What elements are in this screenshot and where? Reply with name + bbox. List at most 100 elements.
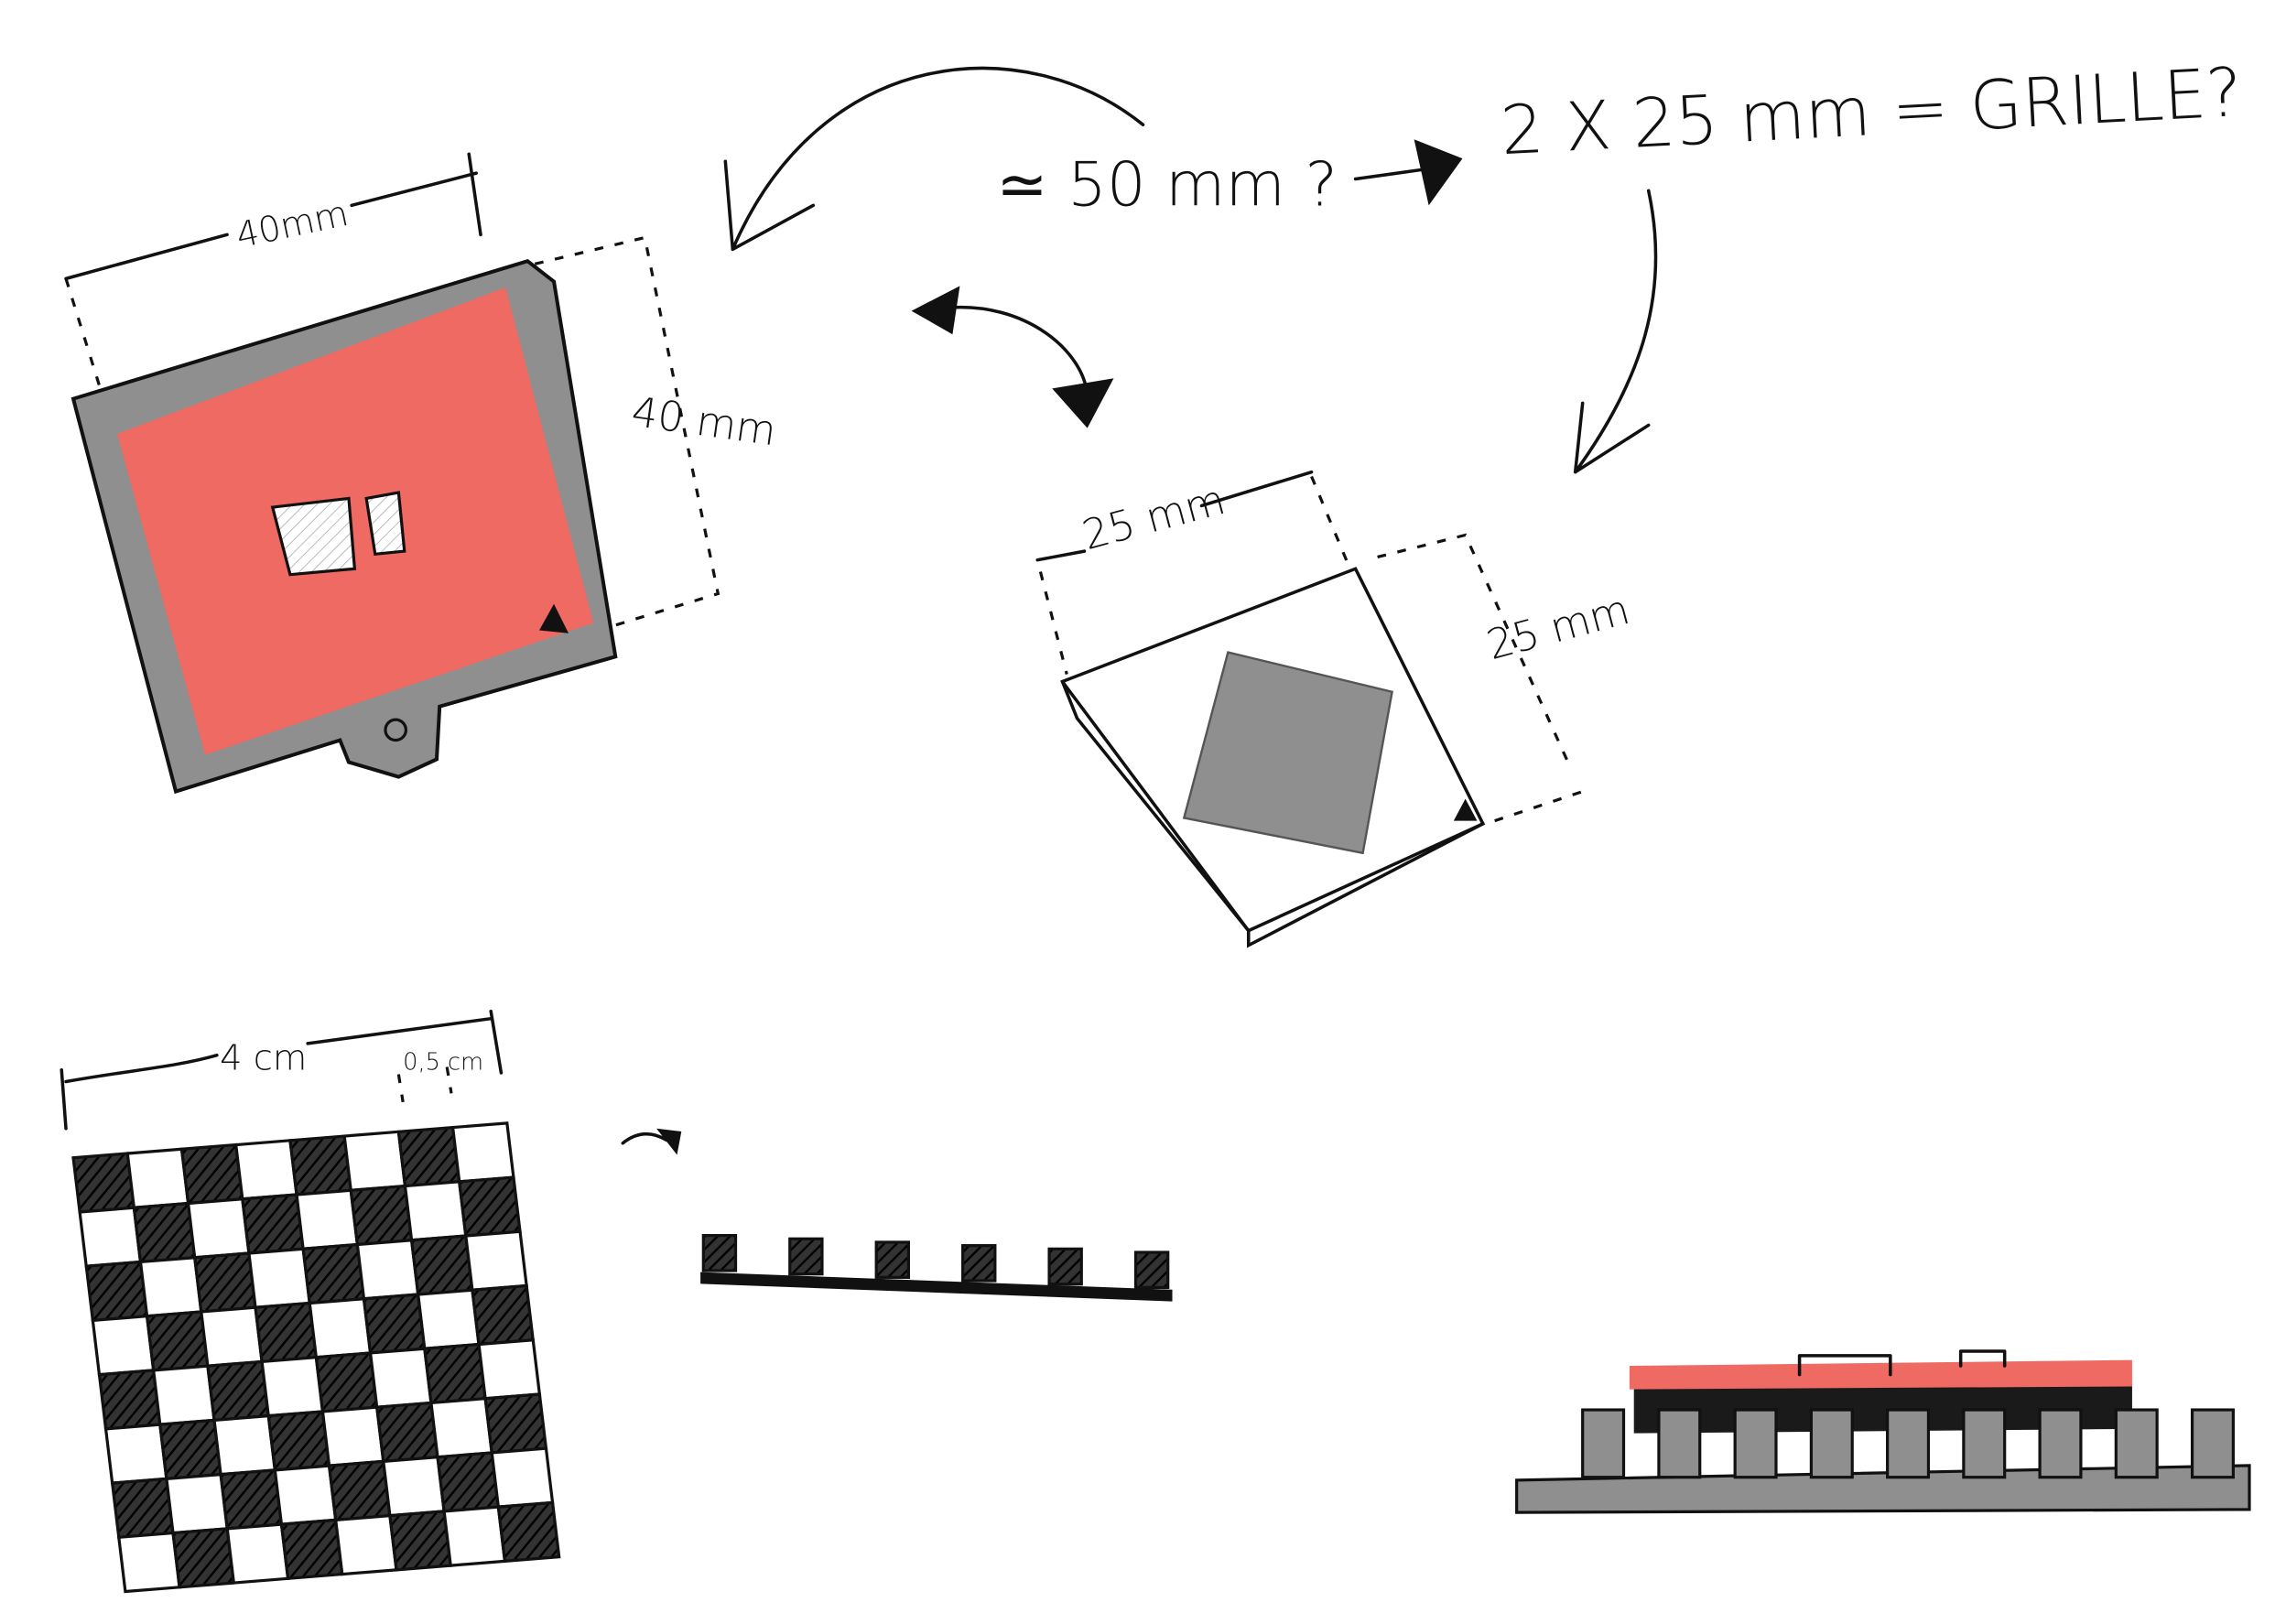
grid-cell-empty	[225, 1522, 290, 1585]
label-big-tile-width: 40mm	[233, 193, 352, 257]
profile-square	[1133, 1250, 1170, 1290]
grid-cell-empty	[103, 1423, 168, 1485]
corner-triangle-marker	[539, 603, 569, 633]
curved-arrow-to-small-tile	[1573, 189, 1658, 474]
grid-cell-empty	[295, 1188, 360, 1250]
grid-cell-empty	[212, 1413, 277, 1477]
section-tooth	[2190, 1408, 2235, 1479]
grid-cell-empty	[368, 1347, 433, 1409]
dimension-line-right	[534, 235, 720, 629]
small-arrow-head	[656, 1128, 682, 1155]
large-red-tile: 40mm 40 mm	[64, 152, 779, 795]
section-tooth	[1962, 1408, 2007, 1479]
grid-cell-filled	[483, 1392, 548, 1455]
section-tooth	[1657, 1408, 1702, 1479]
grid-cell-filled	[145, 1310, 210, 1372]
section-tooth	[2114, 1408, 2159, 1479]
grid-cell-filled	[327, 1459, 392, 1522]
curved-arrow-to-big-tile	[723, 66, 1145, 252]
grid-cell-empty	[416, 1288, 481, 1350]
grid-cell-filled	[496, 1500, 561, 1564]
mounting-hole	[384, 718, 407, 742]
profile-baseline	[700, 1272, 1173, 1302]
grid-cell-filled	[132, 1201, 197, 1264]
tile-red-face	[117, 287, 594, 755]
profile-square	[961, 1244, 997, 1283]
section-tooth	[2038, 1408, 2083, 1479]
grid-cell-filled	[279, 1518, 344, 1581]
arrow-to-grid-question	[1353, 167, 1431, 181]
grid-cell-empty	[260, 1355, 325, 1418]
grid-cell-filled	[192, 1251, 257, 1314]
cell-size-marks	[396, 1066, 453, 1103]
opening-square-small	[364, 491, 406, 557]
label-big-tile-height: 40 mm	[629, 387, 779, 456]
grid-cell-empty	[233, 1139, 298, 1201]
profile-square	[874, 1240, 910, 1279]
grid-cell-empty	[464, 1229, 528, 1292]
grid-cell-empty	[308, 1297, 373, 1359]
grid-cell-filled	[241, 1193, 305, 1255]
grid-cell-empty	[200, 1305, 264, 1368]
grid-cell-filled	[471, 1283, 536, 1347]
grid-cell-empty	[125, 1147, 190, 1209]
grid-cell-empty	[151, 1364, 216, 1426]
section-tooth	[1581, 1408, 1626, 1479]
dimension-line-top	[1035, 470, 1314, 562]
small-arrow	[621, 1131, 669, 1145]
grid-cell-empty	[333, 1513, 398, 1576]
grid-cell-filled	[171, 1527, 236, 1589]
cross-section	[1515, 1349, 2251, 1514]
grid-cell-filled	[457, 1175, 522, 1238]
opening-square-large	[270, 496, 357, 577]
grid-cell-filled	[157, 1418, 222, 1481]
grid-cell-filled	[374, 1401, 439, 1464]
dimension-line-top	[64, 152, 482, 281]
double-arrow	[943, 305, 1089, 398]
grid-cell-filled	[179, 1142, 244, 1206]
grid-cell-empty	[442, 1505, 507, 1567]
double-arrow-head-left	[911, 286, 960, 335]
grid-cell-filled	[288, 1134, 353, 1196]
section-tooth	[1733, 1408, 1778, 1479]
grid-cell-empty	[165, 1472, 230, 1535]
tile-gray-square	[1182, 651, 1393, 855]
grid-cell-empty	[450, 1121, 515, 1184]
grid-cell-filled	[71, 1152, 136, 1214]
grid-cell-empty	[273, 1464, 338, 1526]
grid-cell-filled	[423, 1342, 487, 1405]
grid-cell-filled	[314, 1351, 379, 1413]
grid-cell-filled	[409, 1234, 474, 1296]
grid-cell-filled	[219, 1468, 284, 1531]
label-grid-width: 4 cm	[220, 1038, 307, 1079]
grid-cell-empty	[78, 1206, 143, 1268]
dimension-extension	[1038, 475, 1584, 823]
label-approx-50mm: ≃ 50 mm ?	[996, 148, 1338, 220]
grid-cell-filled	[301, 1242, 366, 1305]
grid-cell-filled	[362, 1293, 427, 1355]
grid-cell-filled	[206, 1359, 271, 1423]
grid-cell-empty	[91, 1314, 156, 1377]
grid-cell-empty	[477, 1338, 542, 1401]
grid-cell-empty	[490, 1446, 555, 1509]
grid-cell-filled	[396, 1125, 461, 1188]
grid-cell-filled	[436, 1451, 501, 1513]
label-grid-question: 2 X 25 mm = GRILLE?	[1499, 54, 2244, 170]
corner-triangle-marker	[1453, 798, 1478, 821]
grid-cell-filled	[266, 1410, 331, 1472]
label-small-tile-height: 25 mm	[1482, 585, 1635, 669]
dimension-line-grid	[60, 1009, 504, 1131]
grid-cell-empty	[429, 1396, 494, 1459]
grid-cell-empty	[403, 1180, 468, 1242]
grid-cell-empty	[320, 1405, 385, 1467]
double-arrow-head-right	[1052, 378, 1114, 428]
label-small-tile-width: 25 mm	[1078, 475, 1230, 559]
section-tooth	[1809, 1408, 1854, 1479]
grid-cell-empty	[381, 1455, 446, 1518]
grid-cell-empty	[186, 1197, 251, 1260]
tile-edge	[1060, 679, 1485, 933]
grid-cell-empty	[342, 1130, 407, 1193]
grid-cell-filled	[84, 1260, 149, 1323]
grid-cell-filled	[97, 1369, 162, 1431]
